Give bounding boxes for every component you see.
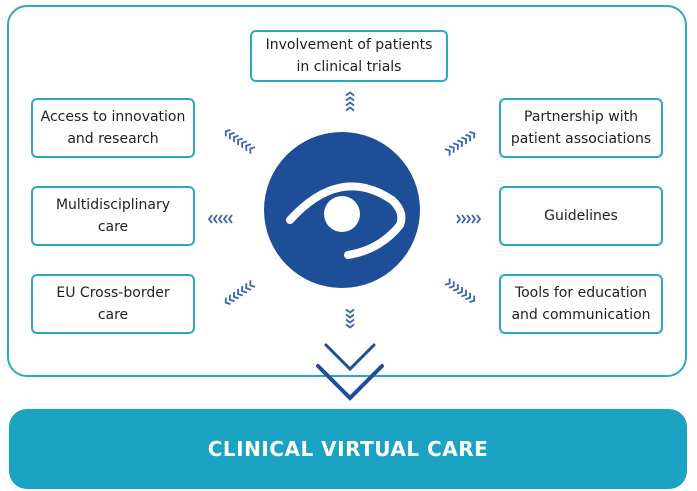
arrow-up-right-chevron <box>461 136 468 145</box>
arrow-down-right-chevron <box>448 281 455 289</box>
arrow-down-small-chevron <box>345 308 355 314</box>
arrow-down-small-chevron <box>345 323 355 329</box>
arrow-up-right-chevron <box>448 145 455 153</box>
arrow-right <box>456 214 482 224</box>
box-multidisciplinary-care: Multidisciplinary care <box>31 186 195 246</box>
arrow-down-small <box>345 308 355 329</box>
eye-icon <box>264 132 420 288</box>
arrow-down-right-chevron <box>461 289 468 298</box>
arrow-up <box>345 91 355 112</box>
arrow-up-chevron <box>345 101 355 107</box>
arrow-down-left-chevron <box>249 280 256 288</box>
arrow-down-right-chevron <box>465 292 472 301</box>
arrow-up-right <box>444 130 476 156</box>
arrow-down-right-chevron <box>456 286 463 295</box>
arrow-down-left-chevron <box>228 294 235 303</box>
arrow-right-chevron <box>461 214 467 224</box>
arrow-up-right-chevron <box>456 139 463 148</box>
arrow-up-left-chevron <box>228 131 235 140</box>
arrow-right-chevron <box>471 214 477 224</box>
arrow-right-chevron <box>476 214 482 224</box>
box-guidelines: Guidelines <box>499 186 663 246</box>
arrow-up-left-chevron <box>241 140 248 148</box>
arrow-up-left-chevron <box>224 128 231 137</box>
arrow-down-left-chevron <box>237 288 244 297</box>
arrow-down-right-chevron <box>469 295 476 304</box>
arrow-down-left-chevron <box>241 286 248 294</box>
arrow-down-left <box>224 280 256 306</box>
down-chevron-large <box>316 343 384 401</box>
arrow-up-left-chevron <box>249 146 256 154</box>
box-tools-for-education: Tools for education and communication <box>499 274 663 334</box>
bottom-banner-label: CLINICAL VIRTUAL CARE <box>207 437 489 461</box>
arrow-down-right-chevron <box>444 278 451 286</box>
box-partnership: Partnership with patient associations <box>499 98 663 158</box>
arrow-up-right-chevron <box>465 133 472 142</box>
arrow-down-right <box>444 278 476 304</box>
arrow-left-chevron <box>217 214 223 224</box>
arrow-down-left-chevron <box>224 297 231 306</box>
arrow-left-chevron <box>227 214 233 224</box>
arrow-down-right-chevron <box>452 284 459 292</box>
arrow-up-right-chevron <box>444 148 451 156</box>
arrow-up-left-chevron <box>232 134 239 143</box>
arrow-left <box>207 214 233 224</box>
arrow-up-right-chevron <box>469 130 476 139</box>
arrow-up-left <box>224 128 256 154</box>
arrow-up-left-chevron <box>245 143 252 151</box>
chevron-arrows <box>207 91 482 329</box>
arrow-up-chevron <box>345 106 355 112</box>
arrow-down-left-chevron <box>245 283 252 291</box>
arrow-up-right-chevron <box>452 142 459 150</box>
arrow-left-chevron <box>222 214 228 224</box>
arrow-down-small-chevron <box>345 313 355 319</box>
box-eu-cross-border-care: EU Cross-border care <box>31 274 195 334</box>
arrow-up-chevron <box>345 91 355 97</box>
arrow-down-small-chevron <box>345 318 355 324</box>
box-access-to-innovation: Access to innovation and research <box>31 98 195 158</box>
bottom-banner: CLINICAL VIRTUAL CARE <box>9 409 687 489</box>
arrow-up-left-chevron <box>237 137 244 146</box>
arrow-right-chevron <box>456 214 462 224</box>
arrow-left-chevron <box>212 214 218 224</box>
arrow-right-chevron <box>466 214 472 224</box>
arrow-up-chevron <box>345 96 355 102</box>
arrow-down-left-chevron <box>232 291 239 300</box>
arrow-left-chevron <box>207 214 213 224</box>
box-involvement-of-patients: Involvement of patients in clinical tria… <box>250 30 448 82</box>
